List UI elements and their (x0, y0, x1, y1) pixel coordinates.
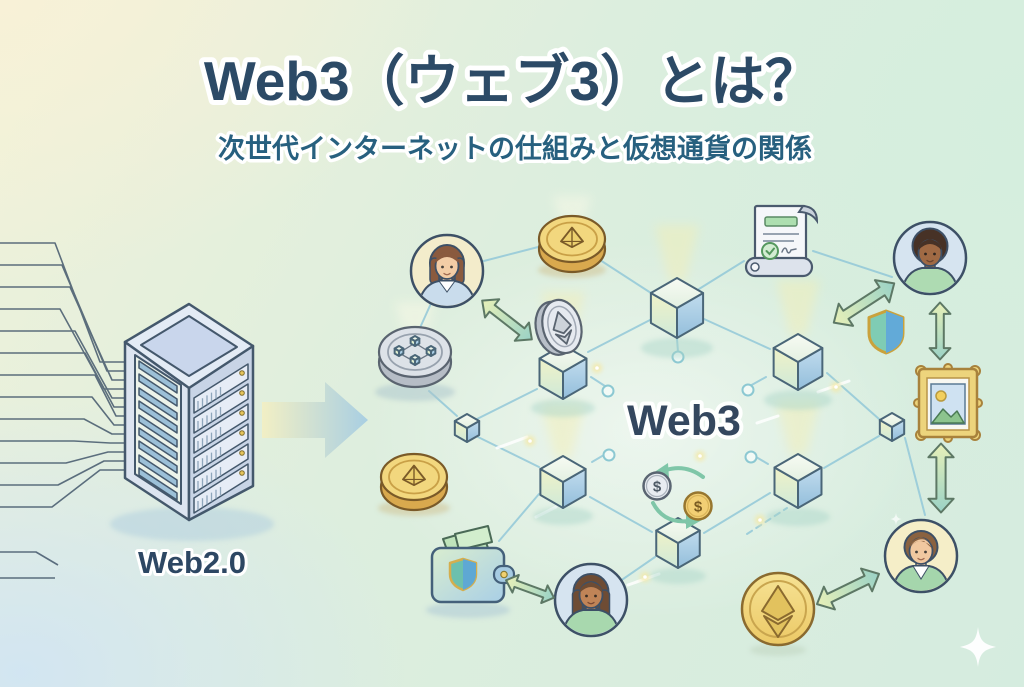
blockchain-cube-icon (880, 413, 904, 441)
gold-ethereum-coin-icon (379, 452, 449, 512)
glow-dots (525, 363, 841, 582)
nft-artwork-frame-icon (913, 363, 983, 443)
smart-contract-icon (744, 204, 819, 278)
web2-label: Web2.0 (138, 545, 246, 580)
blockchain-cube-icon (455, 414, 479, 442)
double-headed-arrow-icon (928, 301, 952, 361)
silver-ethereum-coin-icon (534, 298, 583, 356)
male-avatar-icon (892, 220, 968, 296)
double-headed-arrow-icon (927, 442, 955, 514)
network-token-coin-icon (377, 325, 453, 389)
right-arrow-icon (262, 382, 368, 458)
wallet-icon (430, 525, 516, 604)
gold-ethereum-coin-icon (740, 571, 816, 647)
currency-exchange-icon: $ $ (642, 463, 713, 529)
page-subtitle: 次世代インターネットの仕組みと仮想通貨の関係 (218, 133, 812, 164)
page-title: Web3（ウェブ3）とは？ (204, 50, 820, 112)
sparkle-icon (959, 627, 997, 667)
dollar-symbol: $ (653, 479, 662, 496)
server-tower-icon (123, 302, 255, 522)
gold-ethereum-coin-icon (537, 214, 607, 274)
female-avatar-icon (409, 233, 485, 309)
female-avatar-icon (553, 562, 629, 638)
web2-converging-lines (0, 242, 126, 579)
security-shield-icon (867, 309, 905, 355)
shadows (110, 262, 832, 656)
male-avatar-icon (883, 518, 959, 594)
dollar-symbol: $ (694, 499, 703, 516)
web3-label: Web3 (627, 397, 741, 445)
